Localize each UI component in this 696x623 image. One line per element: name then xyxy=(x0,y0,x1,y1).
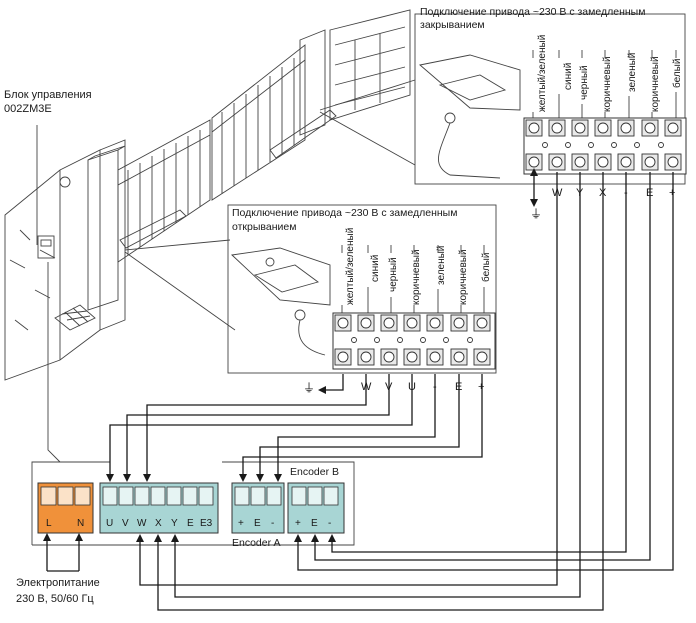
motor-terminal-Y: Y xyxy=(171,518,178,529)
wire-color-label: белый xyxy=(480,253,492,282)
motor-terminal-V: V xyxy=(122,518,129,529)
drive-close-panel: Подключение привода ~230 В с замедленным… xyxy=(414,6,687,221)
power-terminal-L: L xyxy=(46,518,52,529)
motor-terminal-E: E xyxy=(187,518,194,529)
wire-color-label: коричневый xyxy=(458,249,469,305)
motor-terminal-U: U xyxy=(106,518,113,529)
motor-terminal-E3: E3 xyxy=(200,518,213,529)
drive-open-wire-labels: желтый/зеленый синий черный коричневый з… xyxy=(345,228,492,305)
drive-close-title-line1: Подключение привода ~230 В с замедленным xyxy=(420,6,645,18)
wire-color-label: зеленый xyxy=(627,53,638,92)
terminal-label: ⏚ xyxy=(303,381,315,395)
encoder-a-E: E xyxy=(254,518,261,529)
terminal-label: + xyxy=(478,381,484,393)
terminal-label: + xyxy=(669,187,675,199)
drive-open-terminal-labels: ⏚ W V U - E + xyxy=(303,381,484,395)
drive-open-title-line2: открыванием xyxy=(232,221,296,233)
drive-open-terminal-block xyxy=(332,312,496,370)
encoder-a-plus: + xyxy=(238,518,244,529)
encoder-b-block: Encoder B + E - xyxy=(287,466,345,534)
drive-close-terminal-block xyxy=(523,117,687,175)
drive-open-panel: Подключение привода ~230 В с замедленным… xyxy=(227,204,497,395)
motor-terminal-W: W xyxy=(137,518,147,529)
terminal-label: ⏚ xyxy=(530,207,542,221)
encoder-b-E: E xyxy=(311,518,318,529)
motor-close-sketch xyxy=(419,54,521,179)
encoder-b-minus: - xyxy=(328,518,331,529)
wire-color-label: коричневый xyxy=(411,249,422,305)
control-unit-label-line2: 002ZM3E xyxy=(4,103,52,115)
wire-color-label: синий xyxy=(563,63,574,90)
wires-close xyxy=(136,168,674,611)
wires-open xyxy=(106,374,483,482)
drive-open-title-line1: Подключение привода ~230 В с замедленным xyxy=(232,207,457,219)
encoder-a-block: + E - Encoder A xyxy=(231,482,285,549)
drive-close-title-line2: закрыванием xyxy=(420,19,485,31)
power-label-line1: Электропитание xyxy=(16,577,100,589)
wire-color-label: черный xyxy=(388,257,399,292)
wire-color-label: синий xyxy=(370,255,381,282)
wire-color-label: коричневый xyxy=(602,56,613,112)
power-label-line2: 230 В, 50/60 Гц xyxy=(16,593,94,605)
wire-color-label: белый xyxy=(671,59,683,88)
gate-illustration xyxy=(4,9,416,463)
control-unit-icon xyxy=(37,235,55,259)
motor-terminal-block: U V W X Y E E3 xyxy=(99,482,219,534)
wire-color-label: черный xyxy=(579,65,590,100)
encoder-b-title: Encoder B xyxy=(290,466,339,478)
power-terminal-block: L N xyxy=(37,482,94,534)
wire-color-label: желтый/зеленый xyxy=(537,35,548,112)
encoder-a-minus: - xyxy=(271,518,274,529)
control-board-outline xyxy=(31,461,355,546)
wire-color-label: желтый/зеленый xyxy=(345,228,356,305)
wire-color-label: коричневый xyxy=(650,56,661,112)
motor-open-sketch xyxy=(231,247,331,356)
motor-terminal-X: X xyxy=(155,518,162,529)
drive-close-wire-labels: желтый/зеленый синий черный коричневый з… xyxy=(537,35,683,112)
control-unit-label-line1: Блок управления xyxy=(4,89,92,101)
encoder-a-title: Encoder A xyxy=(232,537,280,549)
power-terminal-N: N xyxy=(77,518,84,529)
wire-color-label: зеленый xyxy=(436,246,447,285)
encoder-b-plus: + xyxy=(295,518,301,529)
